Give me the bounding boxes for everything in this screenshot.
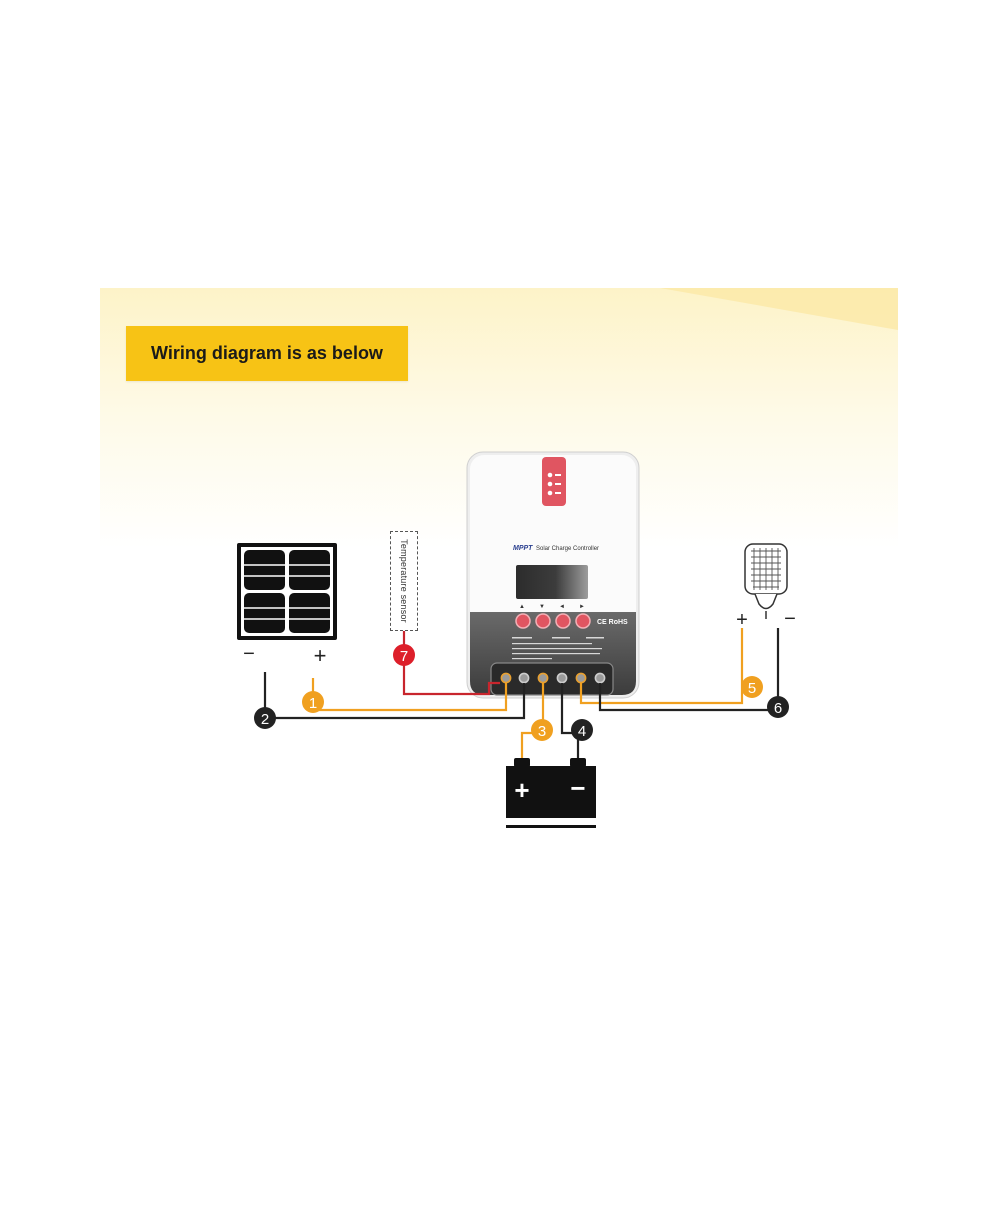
background-light-ray	[660, 288, 898, 330]
badge-3	[531, 719, 553, 741]
solar-panel	[237, 543, 337, 640]
terminal-load-negative	[594, 672, 606, 684]
temperature-sensor-label: Temperature sensor	[399, 539, 409, 623]
battery-minus-label: −	[570, 773, 585, 803]
controller-name: Solar Charge Controller	[536, 546, 599, 552]
charge-controller	[466, 451, 640, 699]
indicator-strip	[542, 457, 566, 506]
lcd-screen	[516, 565, 588, 599]
button-down[interactable]	[535, 613, 551, 629]
button-left[interactable]	[555, 613, 571, 629]
wire-6-load-negative	[598, 628, 780, 712]
badge-7	[393, 644, 415, 666]
button-down-label: ▼	[539, 604, 545, 610]
battery-icon	[506, 758, 596, 828]
led-icon	[547, 490, 553, 496]
wire-2-pv-negative	[263, 672, 526, 720]
solar-plus-label: +	[314, 643, 327, 668]
terminal-load-positive	[575, 672, 587, 684]
wires	[263, 620, 780, 763]
temperature-sensor: Temperature sensor	[390, 531, 418, 631]
certification-label: CE RoHS	[597, 619, 628, 626]
badge-7-label: 7	[400, 648, 408, 665]
badge-6	[767, 696, 789, 718]
button-right-label: ►	[579, 604, 585, 610]
button-right[interactable]	[575, 613, 591, 629]
control-buttons: ▲ ▼ ◄ ►	[515, 604, 591, 629]
badge-4	[571, 719, 593, 741]
wire-7-sensor	[402, 620, 500, 696]
terminal-battery-positive	[537, 672, 549, 684]
wire-4-battery-negative	[560, 683, 580, 763]
button-up-label: ▲	[519, 604, 525, 610]
badge-4-label: 4	[578, 723, 586, 740]
terminal-battery-negative	[556, 672, 568, 684]
badge-5	[741, 676, 763, 698]
load-minus-label: −	[784, 608, 796, 630]
terminal-pv-positive	[500, 672, 512, 684]
solar-minus-label: −	[243, 643, 255, 665]
badge-1	[302, 691, 324, 713]
badge-2-label: 2	[261, 711, 269, 728]
load-plus-label: +	[736, 609, 748, 631]
banner-title: Wiring diagram is as below	[126, 326, 408, 381]
battery-plus-label: +	[514, 775, 529, 805]
button-left-label: ◄	[559, 604, 565, 610]
badge-5-label: 5	[748, 680, 756, 697]
led-icon	[547, 481, 553, 487]
wire-5-load-positive	[579, 628, 744, 705]
connection-badges: 1 2 3 4 5 6 7	[254, 644, 789, 741]
load-bulb-icon	[744, 543, 788, 619]
led-icon	[547, 472, 553, 478]
badge-2	[254, 707, 276, 729]
badge-3-label: 3	[538, 723, 546, 740]
button-up[interactable]	[515, 613, 531, 629]
controller-brand: MPPT	[513, 545, 533, 552]
badge-1-label: 1	[309, 695, 317, 712]
terminal-pv-negative	[518, 672, 530, 684]
badge-6-label: 6	[774, 700, 782, 717]
terminal-row	[500, 672, 606, 684]
